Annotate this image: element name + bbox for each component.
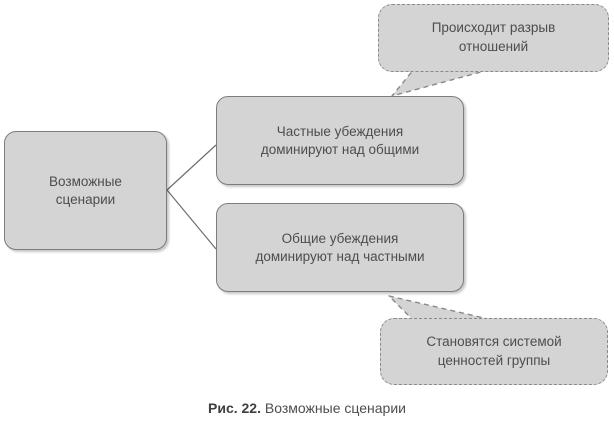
connector-root-to-shared [166,189,217,250]
callout-group-value-system-label: Становятся системой ценностей группы [426,333,562,368]
figure-caption-number: Рис. 22. [208,400,261,416]
node-shared-beliefs-dominate: Общие убеждения доминируют над частными [216,203,464,292]
figure-caption: Рис. 22. Возможные сценарии [0,400,614,416]
callout-group-value-system: Становятся системой ценностей группы [380,318,608,385]
node-private-beliefs-dominate-label: Частные убеждения доминируют над общими [260,123,420,157]
callout-relationship-breakdown-label: Происходит разрыв отношений [431,20,556,54]
node-shared-beliefs-dominate-label: Общие убеждения доминируют над частными [255,230,425,264]
node-private-beliefs-dominate: Частные убеждения доминируют над общими [216,96,464,185]
callout-relationship-breakdown: Происходит разрыв отношений [378,4,609,72]
connector-root-to-private [166,144,217,191]
callout-tail-top [391,68,493,97]
node-possible-scenarios: Возможные сценарии [4,131,167,250]
figure-caption-title: Возможные сценарии [261,400,406,416]
node-possible-scenarios-label: Возможные сценарии [49,173,122,207]
